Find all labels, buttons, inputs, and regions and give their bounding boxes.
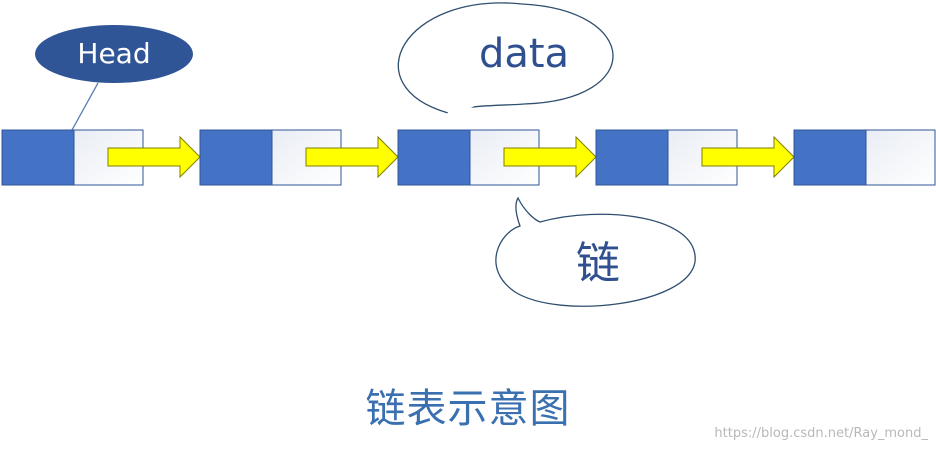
list-node: [793, 129, 936, 186]
node-pointer-cell: [865, 129, 936, 186]
head-label: Head: [77, 37, 150, 70]
node-data-cell: [397, 129, 471, 186]
data-callout-bubble: [397, 2, 614, 114]
watermark-url: https://blog.csdn.net/Ray_mond_: [714, 426, 928, 441]
arrow-right-icon: [305, 135, 399, 179]
data-callout-label: data: [479, 31, 569, 77]
diagram-caption: 链表示意图: [365, 386, 571, 432]
node-data-cell: [595, 129, 669, 186]
data-callout-tail-fill: [438, 100, 478, 123]
link-callout-bubble: [495, 196, 696, 307]
arrow-right-icon: [701, 135, 795, 179]
arrow-right-icon: [503, 135, 597, 179]
arrow-right-icon: [107, 135, 201, 179]
head-ellipse: [35, 25, 193, 83]
node-chain: [1, 129, 936, 186]
head-connector: [71, 82, 99, 131]
node-data-cell: [1, 129, 75, 186]
link-callout-label: 链: [576, 238, 620, 289]
node-data-cell: [199, 129, 273, 186]
node-data-cell: [793, 129, 867, 186]
